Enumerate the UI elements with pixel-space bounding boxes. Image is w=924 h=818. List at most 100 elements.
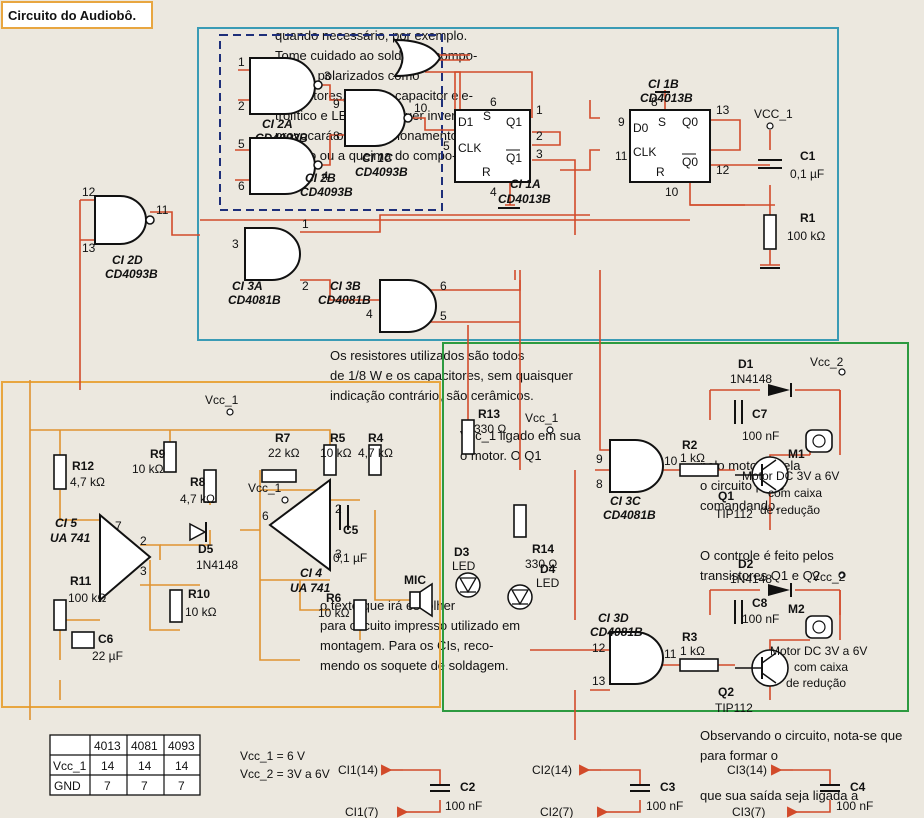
table-header: 4081 [131,739,158,753]
microphone-icon: MIC [404,573,433,618]
led-d3: D3 LED [452,545,481,598]
decoupling-c2: CI1(14) CI1(7) C2 100 nF [338,763,482,818]
component-name: Q2 [718,685,734,699]
svg-text:para formar o: para formar o [700,748,778,763]
component-name: C3 [660,780,676,794]
component-value: 100 nF [646,799,683,813]
gate-name: CI 3C [610,494,641,508]
gate-name: CI 2A [262,117,293,131]
ff-pin-name: S [483,109,491,123]
pin-label: 10 [664,454,678,468]
nand-gate-ci2d: 12 13 11 CI 2D CD4093B [82,185,169,281]
capacitor-c8: C8 100 nF [734,596,779,626]
opamp-ci4: 6 2 3 CI 4 UA 741 [262,478,342,595]
decoupling-bottom: CI2(7) [540,805,573,818]
component-name: D1 [738,357,754,371]
supply-vcc1: VCC_1 [754,107,793,130]
pin-label: 4 [322,169,329,183]
flipflop-ci1b: 8 13 9 11 12 10 D0 S Q0 CLK Q0 R CI 1B C… [615,77,730,199]
ground-icon [498,91,780,269]
motor-m1: M1 Motor DC 3V a 6V com caixa de redução [742,429,839,517]
svg-text:mendo os soquete de soldagem.: mendo os soquete de soldagem. [320,658,509,673]
ff-pin-name: Q0 [682,115,698,129]
svg-text:Os resistores utilizados são t: Os resistores utilizados são todos [330,348,525,363]
resistor-r9: R9 10 kΩ [132,441,177,476]
component-name: C6 [98,632,114,646]
title-box [1,1,153,29]
or-gate-icon [392,38,442,78]
component-name: R4 [368,431,384,445]
table-cell: 7 [178,779,185,793]
component-value: 10 kΩ [318,606,350,620]
gate-name: CI 2B [305,171,336,185]
pin-label: 1 [536,103,543,117]
capacitor-c5: C5 0,1 µF [333,505,367,565]
table-cell: 7 [104,779,111,793]
flipflop-ci1a: 6 1 2 5 3 4 D1 S Q1 CLK Q1 R CI 1A CD401… [443,95,551,206]
gate-part: CD4093B [300,185,353,199]
capacitor-c1: C1 0,1 µF [758,149,824,181]
component-value: TIP112 [715,701,753,715]
table-header: 4093 [168,739,195,753]
component-name: C4 [850,780,866,794]
pin-label: 12 [716,163,730,177]
motor-desc: de redução [760,503,820,517]
capacitor-c7: C7 100 nF [734,400,779,443]
component-name: D2 [738,557,754,571]
pin-label: 2 [140,534,147,548]
motor-desc: Motor DC 3V a 6V [770,644,867,658]
gate-name: CI 2D [112,253,143,267]
svg-text:Observando o circuito, nota-se: Observando o circuito, nota-se que [700,728,902,743]
resistor-r5: R5 10 kΩ [320,431,352,476]
svg-text:o motor. O Q1: o motor. O Q1 [460,448,542,463]
component-name: R5 [330,431,346,445]
pin-label: 9 [618,115,625,129]
component-name: D4 [540,562,556,576]
component-value: 10 kΩ [185,605,217,619]
resistor-r2: R2 1 kΩ [679,438,719,477]
component-name: D5 [198,542,214,556]
resistor-r12: R12 4,7 kΩ [53,454,105,490]
component-value: 100 nF [836,799,873,813]
pin-label: 10 [665,185,679,199]
component-name: R10 [188,587,210,601]
gate-name: CI 3D [598,611,629,625]
opamp-name: CI 4 [300,566,322,580]
pin-label: 8 [596,477,603,491]
pin-label: 7 [115,519,122,533]
gate-part: CD4093B [105,267,158,281]
pin-label: 11 [664,647,677,661]
pin-label: 9 [333,97,340,111]
opamp-name: CI 5 [55,516,77,530]
and-gate-ci3d: 12 13 11 CI 3D CD4081B [590,611,677,688]
component-name: C7 [752,407,768,421]
resistor-r13: R13 330 Ω [461,407,506,455]
transistor-q1: Q1 TIP112 [715,456,789,521]
ff-pin-name: S [658,115,666,129]
component-name: C1 [800,149,816,163]
ff-part: CD4013B [640,91,693,105]
ff-name: CI 1A [510,177,541,191]
pin-label: 3 [232,237,239,251]
component-name: M1 [788,447,805,461]
pin-label: 6 [238,179,245,193]
component-value: 1N4148 [196,558,238,572]
ff-pin-name: R [656,165,665,179]
component-value: 22 kΩ [268,446,300,460]
vcc-label: Vcc_1 [248,481,282,495]
supply-vcc1-ci4: Vcc_1 [248,481,289,504]
component-name: R11 [70,574,92,588]
component-name: C2 [460,780,476,794]
component-value: 1N4148 [730,572,772,586]
transistor-q2: Q2 TIP112 [715,649,789,715]
component-name: R1 [800,211,816,225]
component-value: 1 kΩ [680,451,705,465]
gate-name: CI 3A [232,279,263,293]
ff-name: CI 1B [648,77,679,91]
svg-text:para circuito impresso utiliza: para circuito impresso utilizado em [320,618,520,633]
gate-part: CD4093B [355,165,408,179]
supply-vcc1-audio: Vcc_1 [205,393,239,416]
component-value: 100 kΩ [787,229,825,243]
oscillator-dashed-frame [219,34,443,211]
svg-text:quando necessário, por exemplo: quando necessário, por exemplo. [275,28,467,43]
